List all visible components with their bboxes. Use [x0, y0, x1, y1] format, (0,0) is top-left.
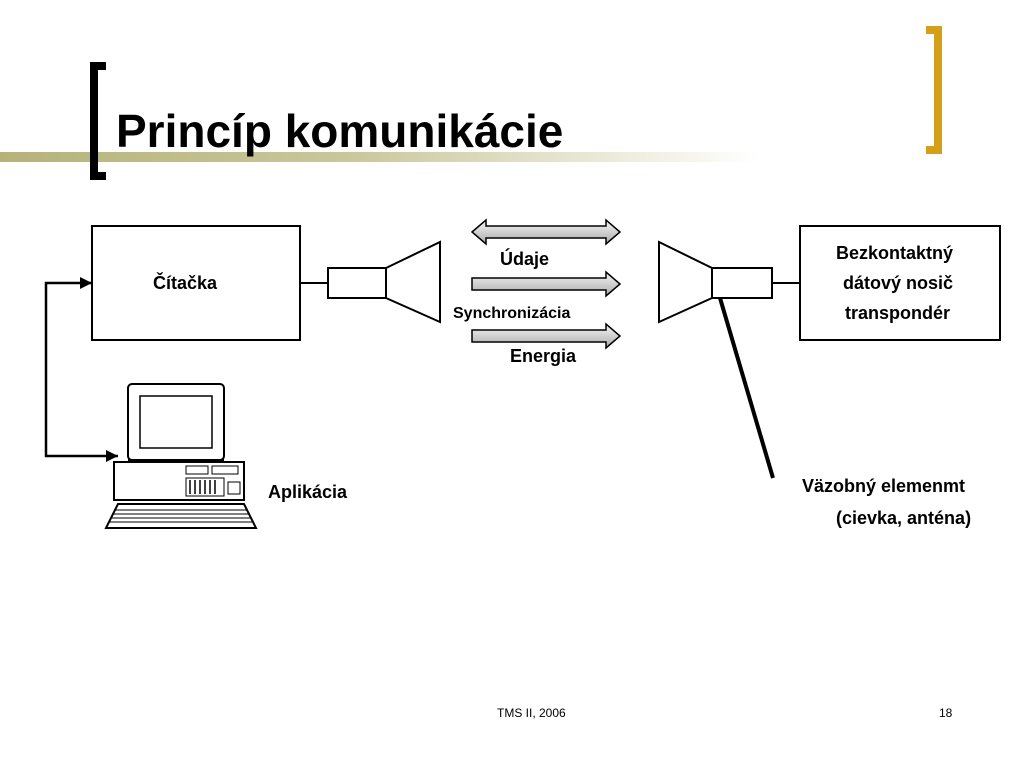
page-title: Princíp komunikácie	[116, 105, 564, 157]
title-decor-bar	[0, 152, 760, 162]
computer-icon	[104, 383, 258, 529]
left-bracket-decor	[90, 62, 106, 180]
transponder-label-line-1: Bezkontaktný	[836, 243, 953, 263]
page-number: 18	[939, 706, 953, 720]
transponder-box	[799, 225, 1001, 341]
app-reader-connection	[44, 281, 118, 458]
transponder-antenna	[658, 240, 800, 324]
application-label: Aplikácia	[268, 482, 348, 502]
reader-antenna	[300, 240, 441, 324]
coupling-label-line-2: (cievka, anténa)	[836, 508, 971, 528]
data-arrow-bidirectional	[470, 218, 622, 246]
reader-box	[91, 225, 301, 341]
arrowhead-to-computer	[106, 450, 118, 462]
energy-arrow	[471, 322, 622, 350]
sync-arrow-label: Synchronizácia	[453, 305, 570, 322]
right-bracket-decor	[926, 26, 942, 154]
transponder-label-line-2: dátový nosič	[843, 273, 953, 293]
data-arrow-label: Údaje	[500, 248, 549, 269]
sync-arrow	[471, 270, 622, 298]
arrowhead-to-reader	[80, 277, 92, 289]
transponder-label-line-3: transpondér	[845, 303, 950, 323]
energy-arrow-label: Energia	[510, 346, 577, 366]
reader-label: Čítačka	[153, 272, 218, 293]
coupling-label-line-1: Väzobný elemenmt	[802, 476, 965, 496]
footer-text: TMS II, 2006	[497, 706, 566, 720]
coupling-pointer-line	[718, 297, 775, 479]
